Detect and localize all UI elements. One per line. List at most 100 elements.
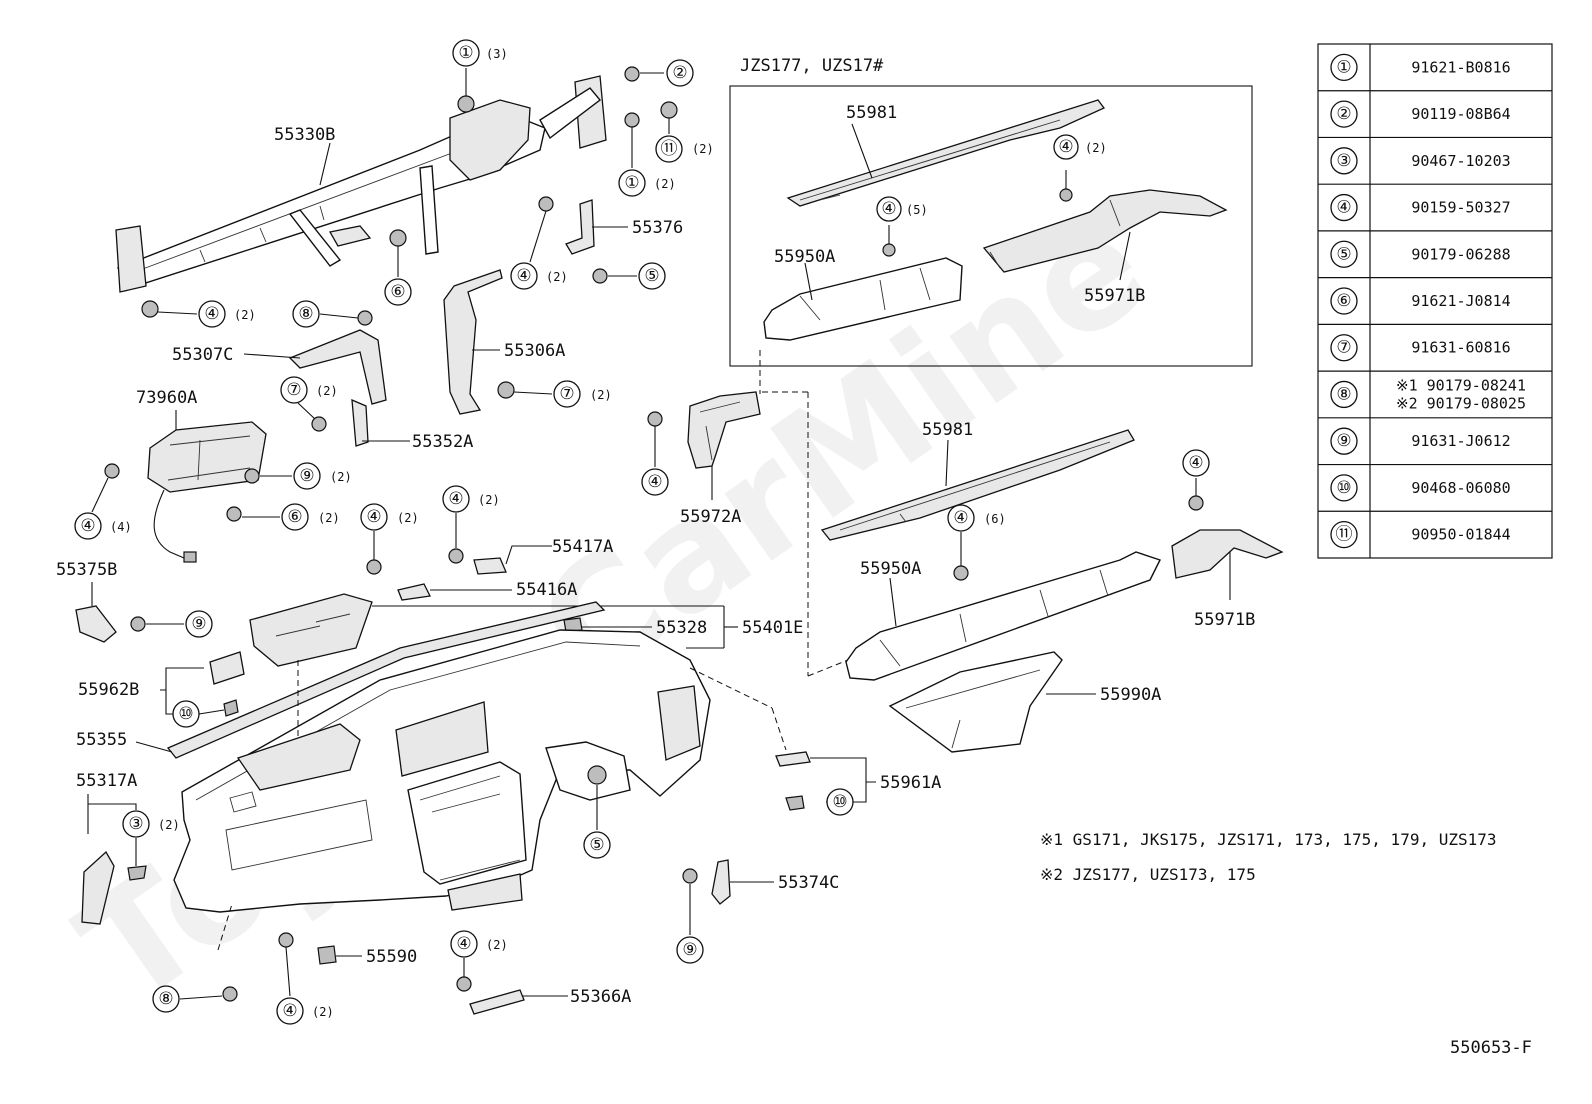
table-ref-callout: ⑦ bbox=[1330, 334, 1358, 362]
fastener-6-top bbox=[389, 229, 407, 247]
label-55972A: 55972A bbox=[680, 507, 741, 527]
callout-4-duct: ④ bbox=[641, 468, 669, 496]
fastener-4-main bbox=[953, 565, 969, 581]
table-ref-callout: ⑧ bbox=[1330, 380, 1358, 409]
duct-55971B bbox=[1171, 529, 1284, 579]
clip-3 bbox=[127, 865, 147, 881]
callout-10-left: ⑩ bbox=[172, 700, 200, 728]
svg-text:④: ④ bbox=[456, 934, 471, 954]
callout-4-g: ④ bbox=[450, 930, 478, 958]
table-part-number: ※1 90179-08241 bbox=[1396, 376, 1526, 394]
callout-4-f: ④ bbox=[276, 997, 304, 1025]
qty-4-e: (2) bbox=[478, 493, 500, 507]
fastener-9-airbag bbox=[244, 468, 260, 484]
panel-55990A bbox=[888, 651, 1063, 753]
table-ref-callout: ⑤ bbox=[1330, 240, 1358, 268]
svg-text:⑪: ⑪ bbox=[661, 139, 678, 159]
callout-4-airbag: ④ bbox=[74, 512, 102, 540]
table-ref-callout: ④ bbox=[1330, 193, 1358, 222]
qty-7-right: (2) bbox=[590, 388, 612, 402]
fastener-4-e bbox=[448, 548, 464, 564]
fastener-7-left bbox=[311, 416, 327, 432]
callout-7-left: ⑦ bbox=[280, 376, 308, 404]
bracket-55375B bbox=[75, 605, 117, 643]
svg-text:⑩: ⑩ bbox=[832, 792, 847, 812]
fastener-9-left bbox=[130, 616, 146, 632]
svg-text:④: ④ bbox=[366, 507, 381, 527]
table-part-number: 90468-06080 bbox=[1411, 479, 1510, 497]
callout-8-top: ⑧ bbox=[292, 300, 320, 328]
fastener-9-bottom bbox=[682, 868, 698, 884]
label-55330B: 55330B bbox=[274, 125, 335, 145]
svg-text:⑦: ⑦ bbox=[286, 380, 301, 400]
label-55981: 55981 bbox=[922, 420, 973, 440]
label-55376: 55376 bbox=[632, 218, 683, 238]
qty-4-d: (2) bbox=[397, 511, 419, 525]
table-ref-callout: ① bbox=[1330, 53, 1358, 82]
table-part-number-alt: ※2 90179-08025 bbox=[1396, 394, 1526, 412]
fastener-4-f bbox=[278, 932, 294, 948]
clip-10-left bbox=[223, 699, 239, 717]
callout-4-main: ④ bbox=[947, 504, 975, 532]
svg-text:④: ④ bbox=[1188, 453, 1203, 473]
fastener-1-mid bbox=[624, 112, 640, 128]
reinforcement-55330B bbox=[115, 75, 607, 293]
callout-4-e: ④ bbox=[442, 485, 470, 513]
svg-text:⑤: ⑤ bbox=[644, 266, 659, 286]
callout-6-bottom: ⑥ bbox=[281, 503, 309, 531]
svg-text:⑥: ⑥ bbox=[287, 507, 302, 527]
callout-1-top: ① bbox=[452, 39, 480, 67]
callout-9-airbag: ⑨ bbox=[293, 462, 321, 490]
svg-text:①: ① bbox=[1336, 57, 1351, 77]
fastener-11 bbox=[660, 101, 678, 119]
callout-6-top: ⑥ bbox=[384, 278, 412, 306]
qty-4-airbag: (4) bbox=[110, 520, 132, 534]
callout-9-left: ⑨ bbox=[185, 610, 213, 638]
svg-text:⑩: ⑩ bbox=[178, 704, 193, 724]
callout-5-bottom: ⑤ bbox=[583, 831, 611, 859]
label-55981-inset: 55981 bbox=[846, 103, 897, 123]
svg-text:④: ④ bbox=[516, 266, 531, 286]
qty-4-inset-b: (5) bbox=[906, 203, 928, 217]
svg-text:④: ④ bbox=[1336, 198, 1351, 218]
fastener-6-bottom bbox=[226, 506, 242, 522]
qty-4-b: (2) bbox=[234, 308, 256, 322]
svg-text:⑥: ⑥ bbox=[1336, 291, 1351, 311]
label-55328: 55328 bbox=[656, 618, 707, 638]
svg-text:②: ② bbox=[672, 63, 687, 83]
label-55374C: 55374C bbox=[778, 873, 839, 893]
callout-3: ③ bbox=[122, 810, 150, 838]
center-cluster-opening bbox=[407, 761, 527, 885]
label-55962B: 55962B bbox=[78, 680, 139, 700]
svg-text:⑦: ⑦ bbox=[559, 384, 574, 404]
callout-4-a: ④ bbox=[510, 262, 538, 290]
svg-text:④: ④ bbox=[204, 304, 219, 324]
qty-4-main: (6) bbox=[984, 512, 1006, 526]
callout-4-inset-b: ④ bbox=[876, 196, 902, 222]
svg-text:②: ② bbox=[1336, 104, 1351, 124]
table-ref-callout: ③ bbox=[1330, 147, 1358, 175]
fastener-table bbox=[1317, 43, 1553, 559]
svg-text:⑤: ⑤ bbox=[1336, 244, 1351, 264]
clip-55590 bbox=[317, 945, 337, 965]
table-part-number: 90179-06288 bbox=[1411, 245, 1510, 263]
bracket-55352A bbox=[351, 398, 369, 447]
fastener-7-right bbox=[497, 381, 515, 399]
label-55317A: 55317A bbox=[76, 771, 137, 791]
callout-10-right: ⑩ bbox=[826, 788, 854, 816]
cluster-hood bbox=[395, 701, 489, 777]
callout-2: ② bbox=[666, 59, 694, 87]
svg-text:④: ④ bbox=[881, 199, 896, 219]
fastener-8-top bbox=[357, 310, 373, 326]
table-part-number: 91621-J0814 bbox=[1411, 292, 1510, 310]
table-part-number: 90159-50327 bbox=[1411, 199, 1510, 217]
side-cover-55317A bbox=[81, 850, 115, 925]
lower-bracket bbox=[447, 873, 523, 911]
clip-55417A bbox=[473, 557, 507, 575]
label-55950A-inset: 55950A bbox=[774, 247, 835, 267]
instrument-panel bbox=[173, 629, 711, 913]
svg-text:⑧: ⑧ bbox=[1336, 384, 1351, 404]
callout-1-mid: ① bbox=[618, 169, 646, 197]
airbag-wire bbox=[153, 489, 185, 559]
